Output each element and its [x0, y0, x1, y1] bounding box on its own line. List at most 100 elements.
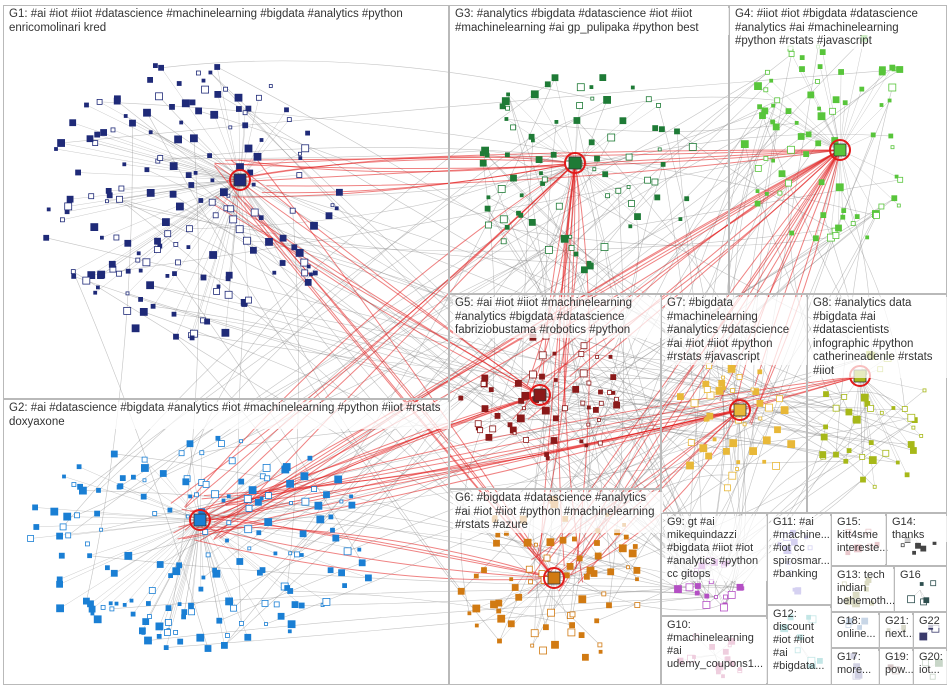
edge-inter — [62, 84, 548, 528]
graph-node — [742, 422, 747, 427]
edge-intra — [839, 149, 858, 217]
graph-node — [76, 464, 82, 470]
edge-inter — [347, 355, 872, 552]
graph-node — [594, 618, 600, 624]
edge-intra — [125, 115, 241, 181]
graph-node — [530, 90, 539, 99]
graph-node — [200, 274, 207, 281]
graph-node — [211, 490, 219, 499]
graph-node — [202, 480, 210, 488]
graph-node — [865, 235, 870, 240]
graph-node — [820, 433, 828, 441]
graph-node — [90, 611, 95, 616]
graph-node — [220, 642, 228, 649]
edge-intra — [476, 577, 555, 626]
graph-node — [507, 620, 515, 628]
edge-intra — [61, 142, 241, 181]
edge-highlight — [261, 162, 576, 194]
graph-node — [718, 379, 726, 387]
edge-inter — [161, 60, 593, 99]
graph-node — [287, 588, 294, 594]
graph-node — [544, 81, 551, 88]
graph-node — [186, 245, 191, 250]
graph-node — [788, 51, 795, 57]
graph-node — [204, 318, 211, 325]
graph-node — [214, 91, 222, 98]
edge-intra — [148, 519, 201, 604]
edge-inter — [175, 336, 286, 470]
graph-node — [54, 147, 58, 151]
graph-node — [142, 258, 151, 267]
graph-node — [900, 543, 905, 548]
edge-inter — [575, 253, 873, 461]
graph-node — [598, 400, 604, 406]
graph-node — [829, 107, 836, 115]
graph-node — [686, 461, 694, 470]
group-g19-box: G19: pow... — [879, 648, 917, 685]
edge-intra — [839, 67, 893, 151]
group-g3-box: G3: #analytics #bigdata #datascience #io… — [449, 5, 729, 294]
graph-node — [148, 130, 153, 135]
edge-inter — [127, 293, 898, 463]
edge-intra — [59, 519, 201, 580]
graph-node — [259, 138, 264, 142]
graph-node — [221, 498, 226, 503]
graph-node — [100, 129, 107, 136]
edge-intra — [574, 162, 619, 192]
graph-node — [723, 447, 730, 455]
group-g17-label: G17: more... — [835, 651, 882, 684]
nodes-layer — [27, 35, 943, 680]
graph-node — [598, 389, 603, 395]
graph-node — [488, 387, 494, 393]
edge-intra — [56, 148, 241, 181]
graph-node — [765, 403, 773, 412]
graph-node — [157, 155, 164, 161]
edge-intra — [89, 138, 241, 181]
edge-intra — [539, 330, 558, 396]
graph-node — [176, 81, 182, 86]
graph-node — [60, 217, 65, 223]
graph-node — [100, 605, 106, 610]
graph-node — [530, 629, 539, 638]
edge-inter — [198, 110, 590, 264]
edge-intra — [199, 519, 302, 606]
graph-node — [172, 271, 177, 277]
graph-node — [757, 369, 763, 375]
graph-node — [243, 494, 252, 503]
edge-intra — [532, 140, 576, 164]
edge-highlight — [531, 409, 741, 561]
edge-intra — [839, 71, 883, 151]
edge-inter — [608, 416, 711, 606]
graph-node — [504, 117, 509, 121]
graph-node — [494, 412, 501, 419]
graph-node — [259, 567, 266, 573]
graph-node — [56, 604, 64, 613]
graph-node — [769, 78, 774, 83]
graph-node — [763, 155, 769, 161]
graph-node — [771, 158, 775, 163]
graph-node — [224, 633, 230, 638]
edge-highlight — [563, 162, 576, 413]
edge-highlight — [205, 527, 555, 579]
graph-node — [198, 586, 204, 592]
graph-node — [291, 244, 298, 251]
graph-node — [635, 577, 639, 582]
hub-node — [233, 173, 247, 187]
graph-node — [264, 475, 271, 482]
edge-intra — [184, 519, 201, 613]
graph-node — [168, 573, 174, 578]
graph-node — [225, 538, 229, 543]
graph-node — [578, 595, 587, 604]
graph-node — [66, 195, 74, 203]
graph-node — [690, 399, 699, 408]
graph-node — [138, 296, 144, 302]
group-g4-box: G4: #iiot #iot #bigdata #datascience #an… — [729, 5, 947, 294]
graph-node — [499, 215, 508, 224]
graph-node — [699, 444, 708, 453]
graph-node — [519, 193, 524, 198]
graph-node — [841, 393, 848, 400]
graph-node — [481, 405, 489, 413]
graph-node — [541, 406, 550, 415]
graph-node — [156, 561, 164, 568]
graph-node — [754, 82, 762, 90]
